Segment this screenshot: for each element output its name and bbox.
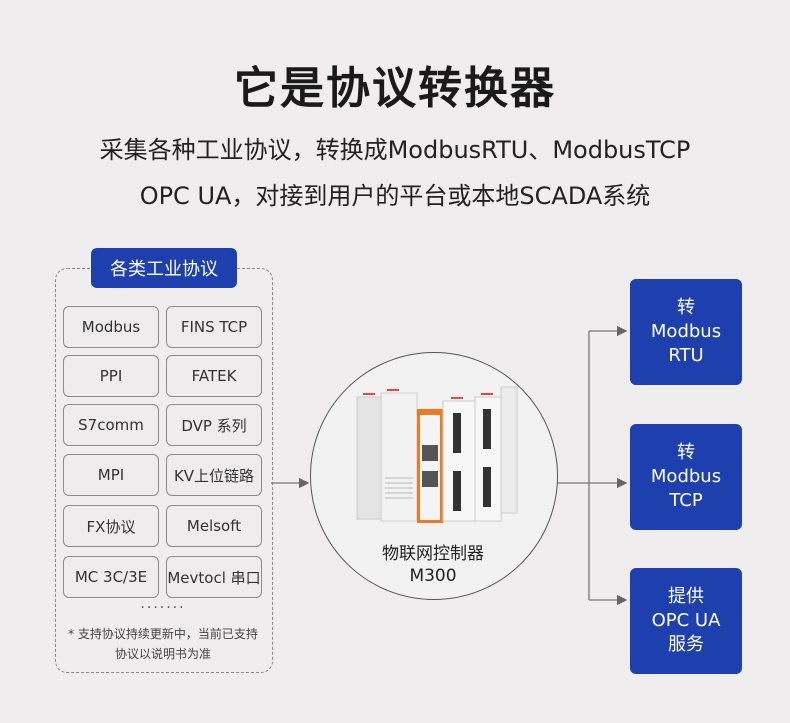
protocol-chip: S7comm [63,404,159,446]
output-line: Modbus [650,466,722,487]
protocol-chip: Mevtocl 串口 [166,556,262,598]
subtitle-line-1: 采集各种工业协议，转换成ModbusRTU、ModbusTCP [99,136,691,164]
page-title: 它是协议转换器 [234,63,556,114]
device-model: M300 [409,566,457,586]
output-line: 服务 [668,634,704,655]
protocol-chip: FATEK [166,355,262,397]
output-line: Modbus [650,321,722,342]
protocol-chip: FINS TCP [166,306,262,348]
protocol-group-title: 各类工业协议 [91,248,237,288]
protocol-note: * 支持协议持续更新中，当前已支持 协议以说明书为准 [55,624,271,664]
note-line-1: * 支持协议持续更新中，当前已支持 [68,627,258,641]
output-line: RTU [668,345,704,366]
protocol-chip: Melsoft [166,505,262,547]
output-modbus-rtu: 转 Modbus RTU [630,279,742,385]
protocol-chip: MPI [63,454,159,496]
output-opc-ua: 提供 OPC UA 服务 [630,568,742,674]
protocol-chip: Modbus [63,306,159,348]
protocol-chip: KV上位链路 [166,454,262,496]
protocol-chip: MC 3C/3E [63,556,159,598]
output-line: 转 [677,297,695,318]
output-line: TCP [669,490,703,511]
note-line-2: 协议以说明书为准 [114,647,211,661]
controller-device-image [356,386,518,523]
more-ellipsis: ······· [140,600,186,616]
protocol-chip: FX协议 [63,505,159,547]
device-name: 物联网控制器 [382,544,484,564]
protocol-chip: DVP 系列 [166,404,262,446]
output-line: 转 [677,442,695,463]
protocol-chip: PPI [63,355,159,397]
output-line: 提供 [668,586,704,607]
subtitle-line-2: OPC UA，对接到用户的平台或本地SCADA系统 [139,182,651,210]
device-label: 物联网控制器 M300 [310,543,556,587]
output-modbus-tcp: 转 Modbus TCP [630,424,742,530]
output-line: OPC UA [651,610,721,631]
